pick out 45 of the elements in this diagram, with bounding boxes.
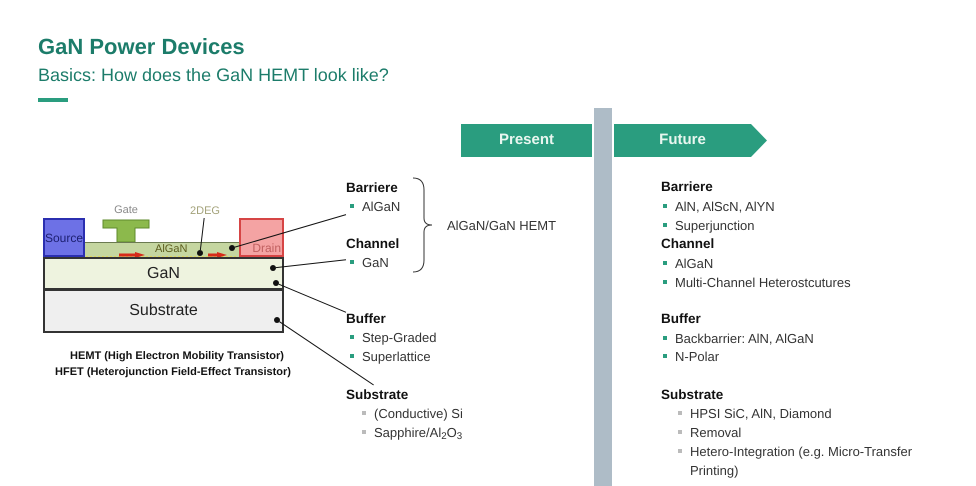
drain-electrode: Drain bbox=[239, 218, 284, 257]
list-heading: Substrate bbox=[661, 386, 724, 404]
2deg-label: 2DEG bbox=[188, 204, 222, 218]
list-item: N-Polar bbox=[675, 348, 720, 366]
list-heading: Substrate bbox=[346, 386, 410, 404]
list-item: Step-Graded bbox=[362, 329, 436, 347]
list-item: GaN bbox=[362, 254, 389, 272]
list-item: Removal bbox=[690, 424, 742, 442]
list-heading: Barriere bbox=[346, 179, 399, 197]
list-heading: Buffer bbox=[661, 310, 701, 328]
brace-label: AlGaN/GaN HEMT bbox=[447, 217, 556, 235]
source-electrode: Source bbox=[43, 218, 85, 257]
list-item: AlGaN bbox=[362, 198, 400, 216]
substrate-layer bbox=[43, 289, 284, 333]
leader-line bbox=[279, 321, 374, 386]
gan-layer bbox=[43, 257, 284, 290]
slide-title: GaN Power Devices bbox=[38, 33, 245, 61]
list-heading: Channel bbox=[346, 235, 400, 253]
list-item: HPSI SiC, AlN, Diamond bbox=[690, 405, 832, 423]
leader-line bbox=[200, 218, 205, 251]
list-heading: Channel bbox=[661, 235, 714, 253]
list-item: AlN, AlScN, AlYN bbox=[675, 198, 775, 216]
banner-label: Future bbox=[659, 130, 706, 150]
gate-label: Gate bbox=[114, 203, 138, 217]
algan-barrier-layer bbox=[85, 242, 239, 257]
list-item: AlGaN bbox=[675, 255, 714, 273]
layer-label: AlGaN bbox=[155, 242, 188, 256]
caption: HEMT (High Electron Mobility Transistor) bbox=[69, 349, 285, 364]
leader-line bbox=[275, 259, 346, 268]
list-heading: Buffer bbox=[346, 310, 387, 328]
list-item: Superjunction bbox=[675, 217, 754, 235]
list-item: Multi-Channel Heterostcutures bbox=[675, 274, 851, 292]
layer-label: GaN bbox=[147, 264, 180, 284]
subtitle: Basics: How does the GaN HEMT look like? bbox=[38, 64, 389, 87]
list-item: (Conductive) Si bbox=[374, 405, 463, 423]
leader-line bbox=[234, 214, 346, 248]
banner-label: Present bbox=[498, 130, 554, 150]
leader-line bbox=[278, 284, 346, 313]
list-item: Superlattice bbox=[362, 348, 431, 366]
layer-label: Substrate bbox=[129, 301, 198, 321]
caption: HFET (Heterojunction Field-Effect Transistor) bbox=[54, 365, 292, 380]
list-heading: Barriere bbox=[661, 178, 713, 196]
list-item: Hetero-Integration (e.g. Micro-Transfer Printing) bbox=[690, 443, 914, 480]
list-item: Sapphire/Al$_{2}$O$_{3}$ bbox=[374, 424, 462, 442]
list-item: Backbarrier: AlN, AlGaN bbox=[675, 330, 814, 348]
